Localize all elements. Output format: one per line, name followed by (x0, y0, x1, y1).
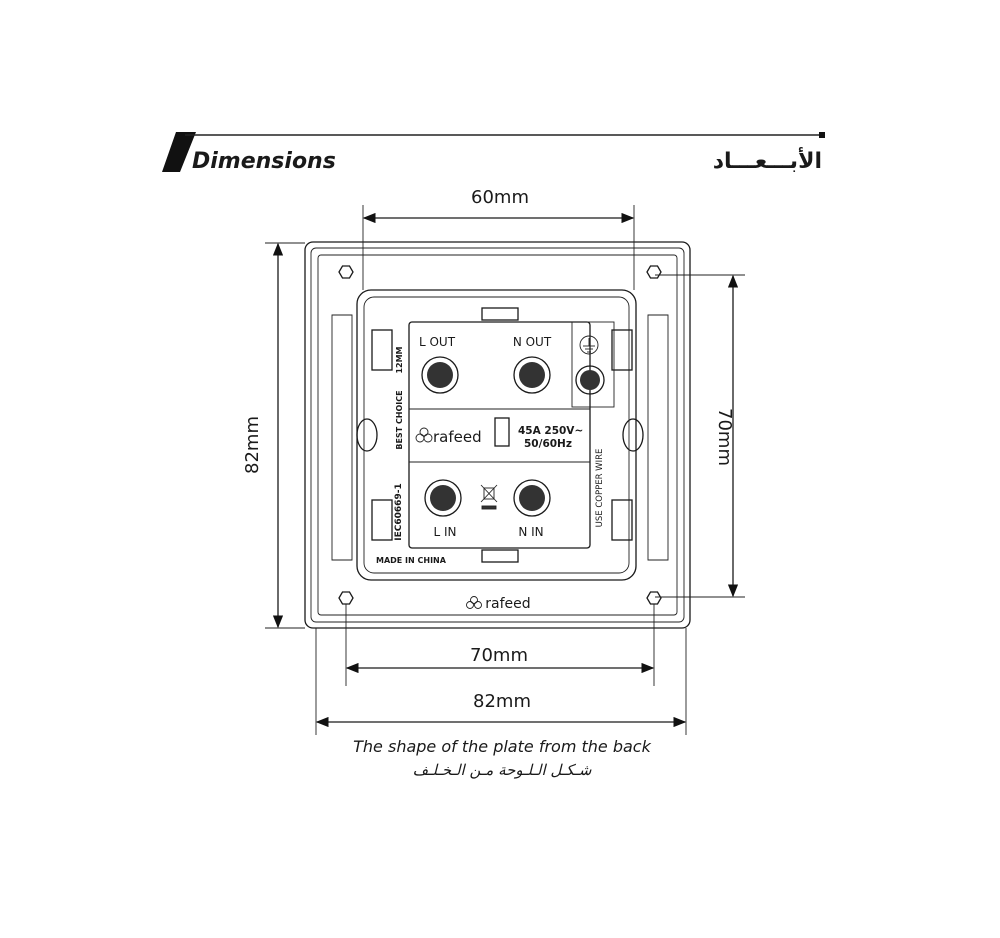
label-l-out: L OUT (419, 335, 456, 349)
origin-text: MADE IN CHINA (376, 556, 447, 565)
dim-60mm: 60mm (362, 187, 635, 290)
mounting-slot-left (356, 418, 378, 452)
caption-ar: شـكـل الـلـوحة مـن الـخـلـف (413, 761, 592, 779)
hex-screw-hole-icon (338, 265, 662, 605)
title-en: Dimensions (192, 149, 336, 174)
terminal-l-out (421, 356, 459, 394)
strip-length-text: 12MM (395, 346, 404, 373)
dim-82mm-width: 82mm (315, 628, 687, 735)
dim-label: 70mm (714, 408, 735, 466)
label-n-in: N IN (518, 525, 543, 539)
section-header: Dimensions الأبـــعـــاد (162, 132, 825, 174)
plate-brand: rafeed (485, 596, 530, 612)
best-choice-text: BEST CHOICE (395, 390, 404, 449)
dim-label: 82mm (473, 691, 531, 712)
module-brand: rafeed (433, 428, 482, 446)
rafeed-logo-icon (415, 427, 433, 443)
terminal-n-in (513, 479, 551, 517)
rafeed-logo-icon (466, 596, 482, 609)
plate: rafeed (304, 241, 691, 629)
earth-ground-icon (579, 335, 599, 355)
terminal-n-out (513, 356, 551, 394)
dim-70mm-vertical: 70mm (655, 274, 745, 598)
weee-bin-icon (480, 484, 498, 510)
terminal-earth (575, 365, 605, 395)
copper-wire-text: USE COPPER WIRE (595, 449, 605, 528)
release-button (494, 417, 510, 447)
terminal-l-in (424, 479, 462, 517)
label-n-out: N OUT (513, 335, 552, 349)
dim-label: 60mm (471, 187, 529, 208)
standard-text: IEC60669-1 (394, 483, 404, 540)
label-l-in: L IN (433, 525, 456, 539)
mounting-slot-right (622, 418, 644, 452)
socket-module: L OUT N OUT L IN N IN rafeed 45A 250V~ 5… (356, 289, 637, 581)
rating-text: 45A 250V~ (518, 425, 583, 437)
dim-label: 70mm (470, 645, 528, 666)
frequency-text: 50/60Hz (524, 438, 572, 450)
dim-label: 82mm (242, 416, 263, 474)
dim-82mm-height: 82mm (242, 242, 305, 629)
caption-en: The shape of the plate from the back (353, 737, 651, 756)
header-accent-icon (162, 132, 196, 172)
dim-70mm-horizontal: 70mm (345, 604, 655, 686)
title-ar: الأبـــعـــاد (713, 146, 822, 174)
